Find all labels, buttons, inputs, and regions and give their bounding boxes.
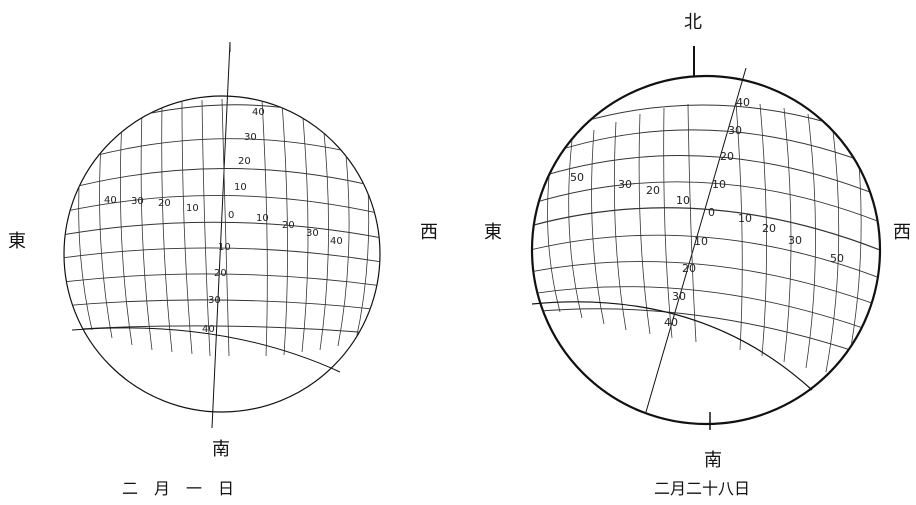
left-globe: [63, 41, 381, 429]
left-axis-line: [211, 41, 231, 429]
left-lat-label: 30: [208, 295, 221, 306]
left-lon-label-w: 20: [158, 198, 171, 209]
left-lat-label: 40: [252, 107, 265, 118]
left-lat-label: 10: [234, 182, 247, 193]
left-disk-outline: [63, 95, 381, 413]
right-lon-label-w: 30: [618, 178, 632, 191]
left-lon-label-w: 40: [104, 195, 117, 206]
left-grid: [64, 98, 380, 357]
left-lon-label-e: 20: [282, 220, 295, 231]
right-west-label: 西: [893, 222, 911, 243]
right-lon-label-w: 20: [646, 184, 660, 197]
left-lat-label: 0: [228, 210, 234, 221]
left-lon-label-e: 30: [306, 228, 319, 239]
left-south-label: 南: [212, 439, 230, 460]
left-lat-labels: 40 30 20 10 0 10 20 30 40: [202, 107, 265, 335]
right-lat-label: 30: [672, 290, 686, 303]
left-lon-label-e: 10: [256, 213, 269, 224]
left-lat-label: 10: [218, 242, 231, 253]
right-axis-line: [645, 67, 747, 413]
right-lon-label-e: 50: [830, 252, 844, 265]
right-lat-label: 20: [720, 150, 734, 163]
left-lon-label-w: 30: [131, 196, 144, 207]
right-lat-label: 20: [682, 262, 696, 275]
right-lat-label: 30: [728, 124, 742, 137]
left-lat-label: 30: [244, 132, 257, 143]
right-north-label: 北: [684, 12, 702, 33]
right-lon-label-e: 30: [788, 234, 802, 247]
right-lat-label: 40: [664, 316, 678, 329]
right-lon-label-e: 20: [762, 222, 776, 235]
right-east-label: 東: [484, 222, 502, 243]
right-lon-label-w: 10: [676, 194, 690, 207]
right-lat-label: 10: [712, 178, 726, 191]
left-lat-label: 40: [202, 324, 215, 335]
right-lon-labels: 50 30 20 10 10 20 30 50: [570, 171, 844, 265]
left-east-label: 東: [8, 231, 26, 252]
left-lon-label-w: 10: [186, 203, 199, 214]
right-lat-label: 40: [736, 96, 750, 109]
left-grid-boundary: [71, 327, 341, 373]
left-lon-label-e: 40: [330, 236, 343, 247]
right-south-label: 南: [704, 450, 722, 471]
right-grid-boundary: [531, 301, 813, 391]
right-globe: [530, 46, 882, 430]
left-west-label: 西: [420, 222, 438, 243]
right-lat-labels: 40 30 20 10 0 10 20 30 40: [664, 96, 750, 329]
left-lon-labels: 40 30 20 10 10 20 30 40: [104, 195, 343, 247]
right-lat-label: 0: [708, 206, 715, 219]
right-disk-outline: [530, 74, 882, 426]
left-lat-label: 20: [214, 268, 227, 279]
right-caption: 二月二十八日: [654, 479, 750, 498]
right-lon-label-e: 10: [738, 212, 752, 225]
left-caption: 二 月 一 日: [122, 479, 234, 498]
right-lon-label-w: 50: [570, 171, 584, 184]
left-lat-label: 20: [238, 156, 251, 167]
right-lat-label: 10: [694, 235, 708, 248]
